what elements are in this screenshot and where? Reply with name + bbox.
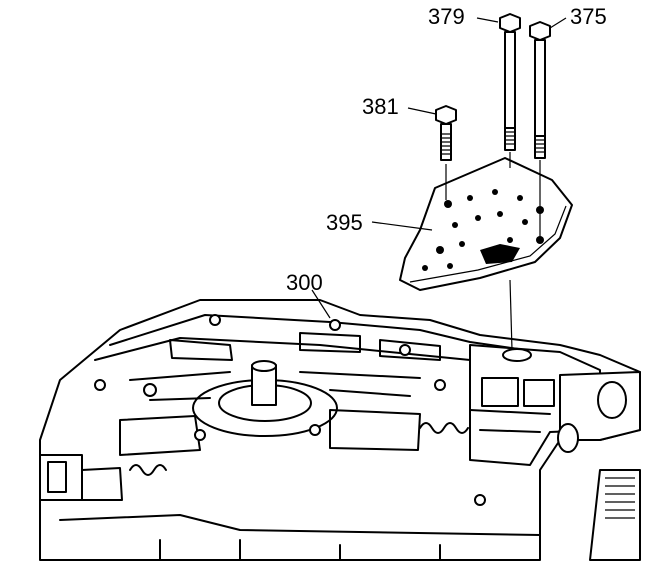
callout-395: 395	[326, 210, 363, 235]
callout-375: 375	[570, 4, 607, 29]
valve-body	[39, 299, 641, 561]
alignment-lines	[445, 152, 541, 351]
bolt-375	[529, 21, 551, 159]
bolt-381	[435, 105, 457, 161]
callout-381: 381	[362, 94, 399, 119]
spacer-plate	[399, 157, 573, 291]
callout-379: 379	[428, 4, 465, 29]
callout-300: 300	[286, 270, 323, 295]
leader-lines	[311, 17, 567, 319]
bolt-379	[499, 13, 521, 151]
